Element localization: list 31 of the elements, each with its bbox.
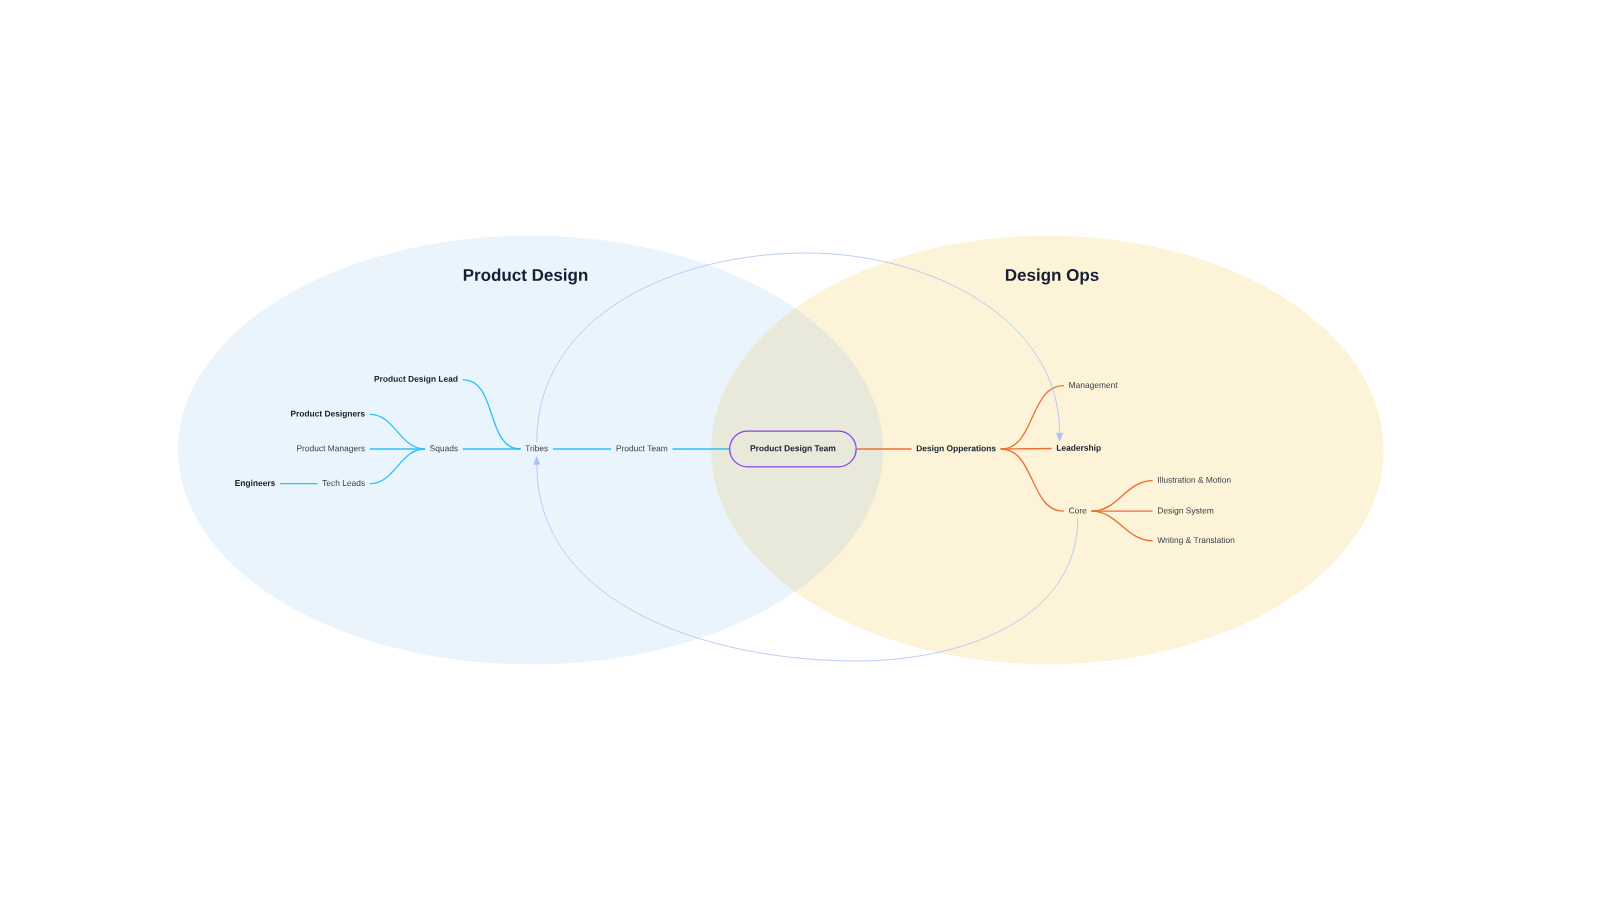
topic-label: Core [1069, 507, 1087, 514]
topic-label: Management [1069, 382, 1118, 390]
curved-arrow [533, 456, 1079, 662]
curved-arrow [536, 252, 1064, 443]
connector [279, 483, 319, 485]
connector [671, 448, 730, 450]
connector [1000, 447, 1053, 450]
connector [369, 448, 426, 450]
topic-label: Tribes [525, 445, 548, 452]
connector [369, 448, 426, 485]
topic-label: Squads [430, 445, 458, 453]
connector [856, 448, 913, 450]
topic-label: Illustration & Motion [1158, 476, 1231, 483]
connector [462, 448, 522, 450]
topic-label: Product Designers [291, 410, 365, 419]
connector [1000, 448, 1065, 512]
connector [552, 448, 612, 450]
topic-label: Product Managers [297, 445, 365, 453]
topic-label: Tech Leads [322, 479, 365, 486]
connector [1090, 479, 1154, 512]
topic-label: Writing & Translation [1157, 536, 1235, 545]
heading: Design Ops [1005, 268, 1099, 285]
topic-label: Design System [1158, 507, 1214, 516]
topic-label: Leadership [1056, 444, 1101, 453]
topic-label: Engineers [235, 479, 275, 488]
heading: Product Design [463, 268, 588, 285]
topic-label: Product Team [616, 445, 668, 452]
topic-label: Design Opperations [916, 445, 996, 453]
rounded-box: Product Design Team [729, 430, 857, 468]
connector [1090, 510, 1154, 542]
topic-label: Product Design Lead [374, 375, 458, 384]
